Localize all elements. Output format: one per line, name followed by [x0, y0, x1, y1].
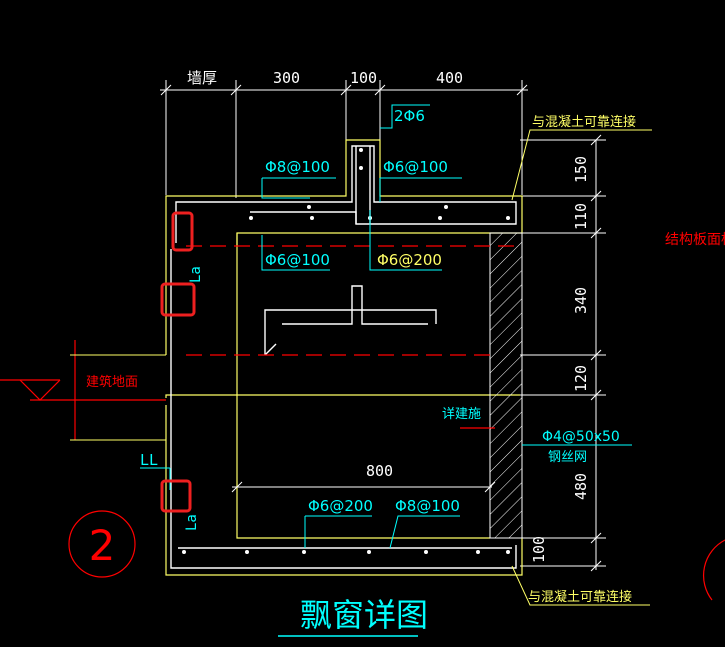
- detail-circle-right-edge: [702, 539, 725, 601]
- dim-120: 120: [572, 365, 590, 392]
- note-ll: LL: [140, 451, 158, 469]
- note-mesh-name: 钢丝网: [548, 450, 587, 465]
- hatched-wall: [489, 232, 523, 539]
- label-phi6-200-bottom: Φ6@200: [308, 497, 373, 515]
- highlight-box-1: [171, 211, 194, 252]
- label-phi6-100-top: Φ6@100: [383, 158, 448, 176]
- dim-800: 800: [366, 462, 393, 480]
- dim-100: 100: [350, 69, 377, 87]
- label-phi6-100-mid: Φ6@100: [265, 251, 330, 269]
- dim-100-bottom: 100: [530, 536, 548, 563]
- note-structural-slab: 结构板面标: [665, 232, 725, 248]
- dim-110: 110: [572, 203, 590, 230]
- top-dimension-chain: [160, 80, 528, 198]
- dim-150: 150: [572, 156, 590, 183]
- dim-400: 400: [436, 69, 463, 87]
- note-mesh-spec: Φ4@50x50: [542, 429, 620, 445]
- dim-800-line: [231, 481, 496, 493]
- dim-300: 300: [273, 69, 300, 87]
- note-see-architecture: 详建施: [442, 407, 481, 422]
- drawing-title: 飘窗详图: [300, 596, 428, 634]
- note-la-lower: La: [184, 514, 200, 531]
- yellow-leaders: [511, 129, 652, 606]
- note-building-floor: 建筑地面: [86, 374, 138, 390]
- right-dimension-chain: [520, 134, 606, 572]
- rebar-lines: [170, 145, 517, 569]
- note-reliable-connection-bottom: 与混凝土可靠连接: [528, 589, 632, 605]
- dim-wall-thickness: 墙厚: [187, 69, 217, 87]
- label-phi8-100-top: Φ8@100: [265, 158, 330, 176]
- highlight-box-2: [160, 282, 196, 317]
- leaders: [140, 104, 632, 549]
- label-phi6-200-mid: Φ6@200: [377, 251, 442, 269]
- highlight-box-3: [160, 479, 192, 513]
- floor-marker: [0, 340, 166, 440]
- rebar-dots: [182, 148, 510, 554]
- label-2phi6: 2Φ6: [394, 107, 425, 125]
- dim-340: 340: [572, 287, 590, 314]
- detail-number: 2: [89, 521, 116, 570]
- highlight-boxes: [160, 211, 196, 513]
- note-reliable-connection-top: 与混凝土可靠连接: [532, 114, 636, 130]
- dim-480: 480: [572, 473, 590, 500]
- red-dashed-lines: [186, 245, 522, 429]
- break-lines: [70, 354, 166, 441]
- note-la-upper: La: [188, 266, 204, 283]
- detail-number-circle: [68, 510, 136, 578]
- label-phi8-100-bottom: Φ8@100: [395, 497, 460, 515]
